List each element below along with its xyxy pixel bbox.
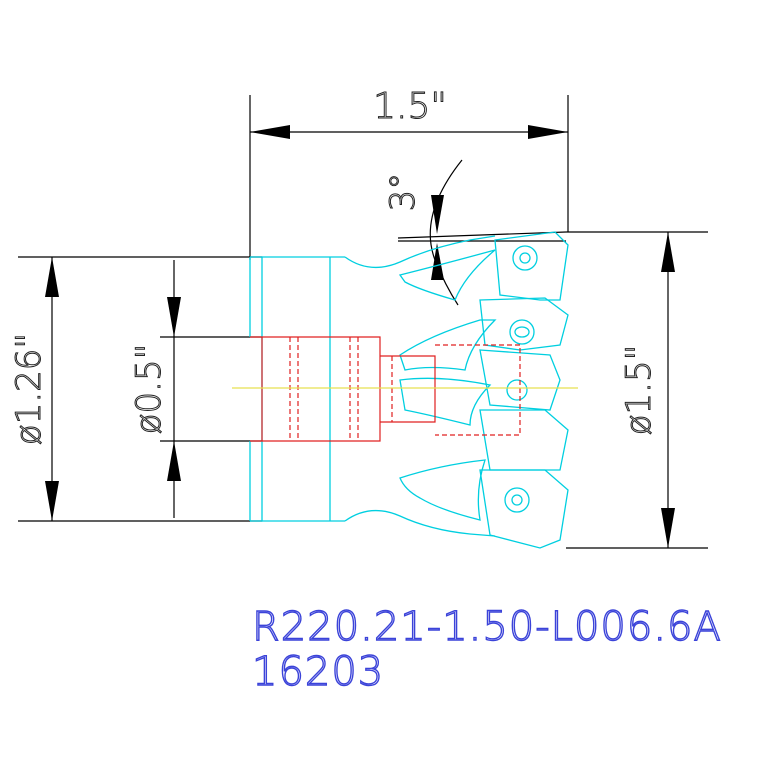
shank-diameter-dimension: ø1.26" (9, 256, 262, 522)
cutting-diameter-label: ø1.5" (619, 345, 659, 436)
angle-label: 3° (383, 173, 423, 212)
bore-diameter-dimension: ø0.5" (129, 260, 262, 518)
item-number: 16203 (252, 649, 384, 695)
cutting-diameter-dimension: ø1.5" (566, 231, 708, 549)
angle-arrow-top-icon (431, 195, 444, 234)
angle-dimension: 3° (383, 159, 567, 306)
arrow-left-icon (250, 125, 290, 139)
part-number: R220.21-1.50-L006.6A (252, 604, 722, 650)
arrow-right-icon (528, 125, 568, 139)
bore-arrow-bottom-icon (167, 441, 181, 481)
angle-arrow-bottom-icon (431, 243, 444, 280)
shank-diameter-label: ø1.26" (9, 333, 49, 445)
length-label: 1.5" (373, 86, 447, 127)
hidden-bore (250, 336, 521, 442)
right-arrow-up-icon (661, 232, 675, 272)
right-arrow-down-icon (661, 508, 675, 548)
arrow-up-icon (45, 257, 59, 297)
length-dimension: 1.5" (249, 86, 569, 260)
bore-diameter-label: ø0.5" (129, 344, 169, 435)
bore-arrow-top-icon (167, 297, 181, 337)
arrow-down-icon (45, 481, 59, 521)
